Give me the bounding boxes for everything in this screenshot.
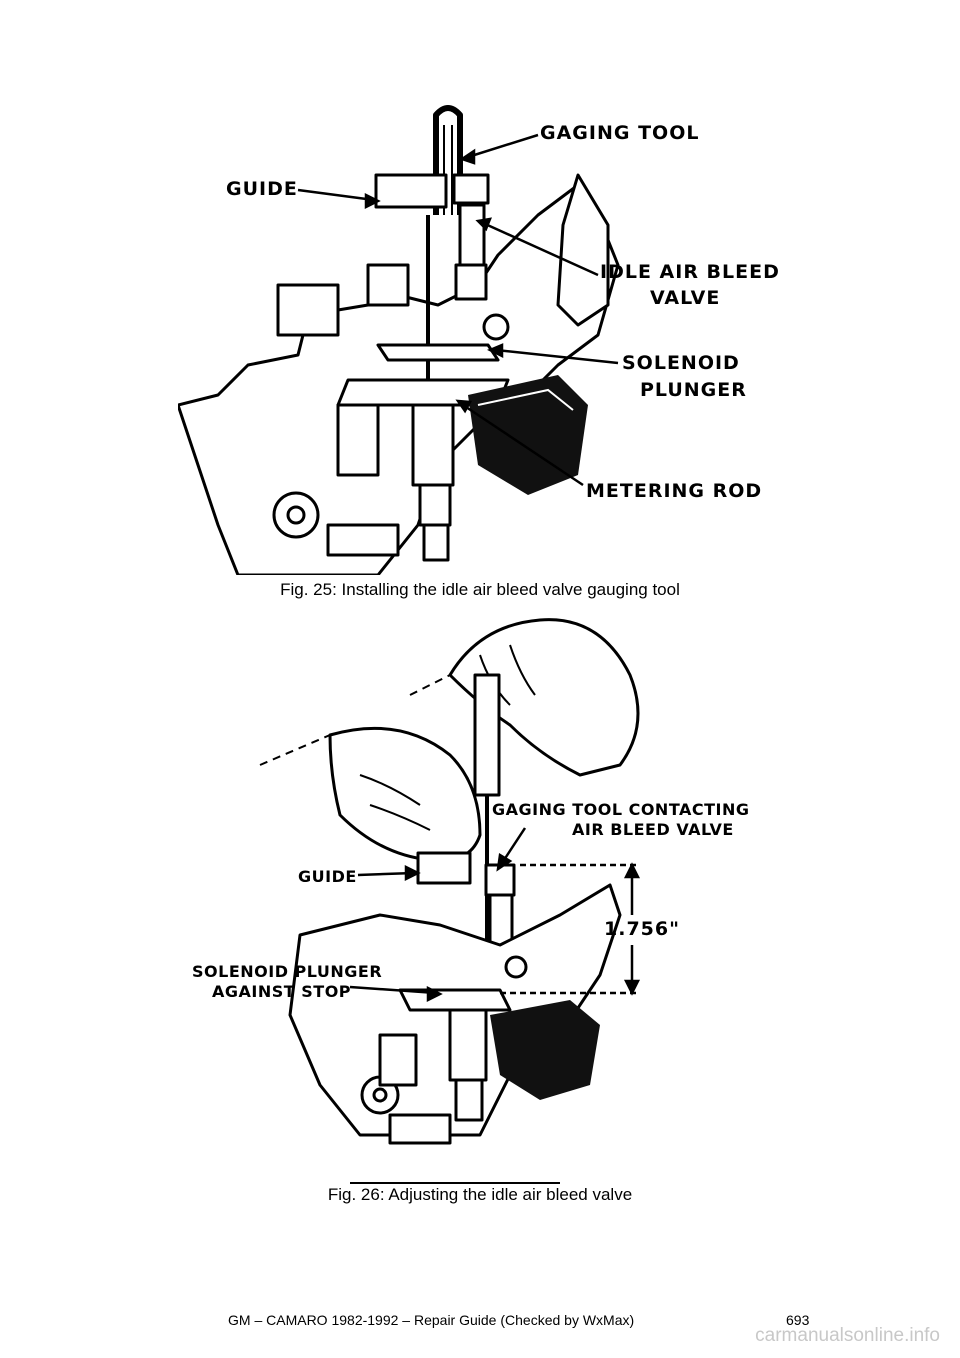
callout-solenoid-line1: SOLENOID PLUNGER <box>192 962 382 981</box>
figure-26-illustration: GAGING TOOL CONTACTING AIR BLEED VALVE G… <box>192 618 750 1184</box>
callout-guide: GUIDE <box>226 178 298 200</box>
figure-25-caption: Fig. 25: Installing the idle air bleed v… <box>280 580 680 599</box>
figure-26-caption: Fig. 26: Adjusting the idle air bleed va… <box>327 1185 633 1204</box>
callout-gaging-tool: GAGING TOOL <box>540 122 699 144</box>
callout-idle-air-bleed-line1: IDLE AIR BLEED <box>600 261 780 283</box>
footer-title: GM – CAMARO 1982-1992 – Repair Guide (Ch… <box>228 1312 635 1328</box>
callout-solenoid-line2: PLUNGER <box>640 379 747 401</box>
figure-25-illustration: GAGING TOOL GUIDE IDLE AIR BLEED VALVE S… <box>178 105 780 575</box>
callout-gaging-contacting-line1: GAGING TOOL CONTACTING <box>492 800 750 819</box>
callout-idle-air-bleed-line2: VALVE <box>650 287 720 309</box>
callout-solenoid-line2: AGAINST STOP <box>212 982 351 1001</box>
figure-26: GAGING TOOL CONTACTING AIR BLEED VALVE G… <box>180 615 790 1185</box>
callout-metering-rod: METERING ROD <box>586 480 762 502</box>
page-number: 693 <box>786 1312 810 1328</box>
figure-25: GAGING TOOL GUIDE IDLE AIR BLEED VALVE S… <box>178 105 790 575</box>
callout-solenoid-line1: SOLENOID <box>622 352 740 374</box>
watermark[interactable]: carmanualsonline.info <box>755 1325 940 1346</box>
callout-guide: GUIDE <box>298 867 357 886</box>
callout-dimension: 1.756" <box>604 918 680 940</box>
callout-gaging-contacting-line2: AIR BLEED VALVE <box>572 820 734 839</box>
